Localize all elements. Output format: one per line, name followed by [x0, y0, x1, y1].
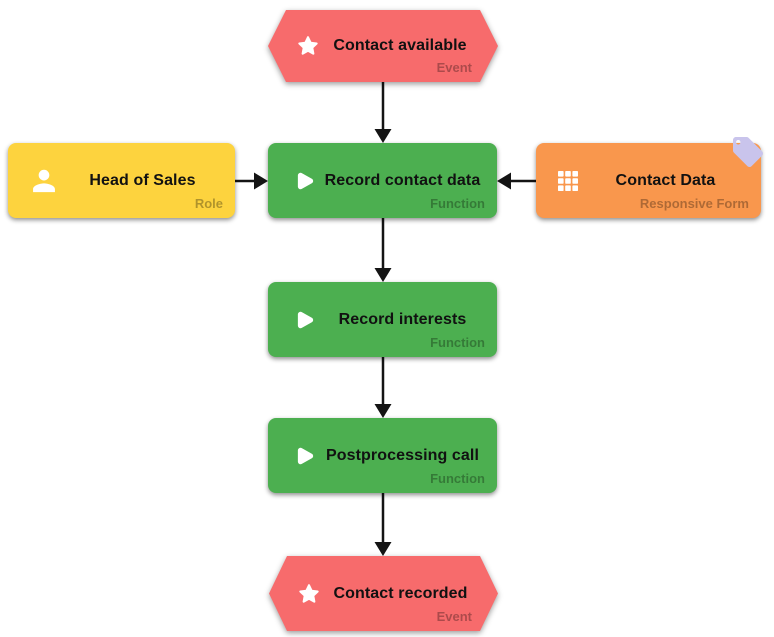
node-type-label: Event [436, 609, 472, 624]
edge-contact-data-to-record-contact-data [497, 172, 536, 190]
node-type-label: Function [430, 335, 485, 350]
tag-icon [730, 134, 766, 175]
node-label: Contact recorded [333, 584, 468, 602]
node-contact-data[interactable]: Contact Data Responsive Form [536, 137, 763, 218]
edge-contact-available-to-record-contact-data [374, 82, 392, 143]
node-postprocessing-call[interactable]: Postprocessing call Function [268, 418, 497, 493]
node-contact-available[interactable]: Contact available Event [268, 10, 498, 82]
node-type-label: Responsive Form [639, 196, 749, 211]
edge-head-of-sales-to-record-contact-data [235, 172, 268, 190]
node-label: Contact available [333, 37, 467, 54]
node-record-contact-data[interactable]: Record contact data Function [268, 143, 497, 218]
play-icon [290, 306, 318, 334]
edge-postprocessing-call-to-contact-recorded [374, 493, 392, 556]
node-label: Record interests [338, 310, 467, 328]
node-label: Record contact data [324, 171, 481, 189]
edge-record-contact-data-to-record-interests [374, 218, 392, 282]
node-label: Postprocessing call [325, 446, 480, 464]
grid-icon [556, 169, 580, 193]
person-icon [28, 165, 60, 197]
node-type-label: Event [436, 60, 472, 75]
node-label: Contact Data [615, 171, 716, 189]
node-record-interests[interactable]: Record interests Function [268, 282, 497, 357]
node-head-of-sales[interactable]: Head of Sales Role [8, 143, 235, 218]
node-type-label: Function [430, 196, 485, 211]
star-icon [296, 34, 320, 58]
star-icon [297, 582, 321, 606]
node-type-label: Function [430, 471, 485, 486]
node-contact-recorded[interactable]: Contact recorded Event [269, 556, 498, 631]
node-label: Head of Sales [89, 171, 196, 189]
edge-record-interests-to-postprocessing-call [374, 357, 392, 418]
play-icon [290, 442, 318, 470]
node-type-label: Role [194, 196, 223, 211]
play-icon [290, 167, 318, 195]
